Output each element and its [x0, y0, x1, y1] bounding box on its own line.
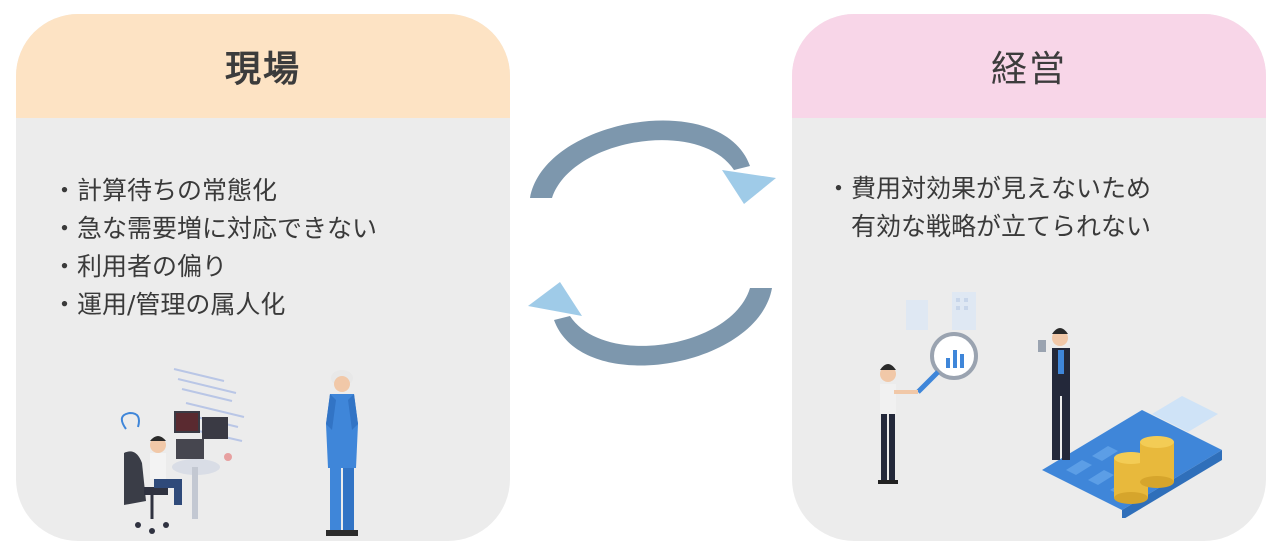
cycle-arrow-top: [530, 120, 750, 198]
manager-illustration: [1038, 328, 1222, 518]
keiei-issue-item: ・費用対効果が見えないため: [826, 174, 1152, 203]
cycle-arrows-icon: [528, 120, 776, 366]
analyst-illustration: [878, 292, 978, 484]
cycle-arrow-bottom: [554, 288, 772, 366]
coin-stack-icon: [1114, 436, 1174, 504]
genba-issue-item: ・急な需要増に対応できない: [52, 214, 378, 243]
genba-panel: 現場 ・計算待ちの常態化 ・急な需要増に対応できない ・利用者の偏り ・運用/管…: [16, 14, 510, 541]
keiei-title: 経営: [990, 49, 1067, 90]
worker-illustration: [326, 370, 358, 536]
genba-issue-item: ・利用者の偏り: [52, 252, 228, 281]
genba-issue-item: ・運用/管理の属人化: [52, 290, 286, 319]
keiei-issue-item: 有効な戦略が立てられない: [826, 212, 1152, 241]
genba-title: 現場: [224, 49, 301, 90]
keiei-panel: 経営 ・費用対効果が見えないため 有効な戦略が立てられない: [792, 14, 1266, 541]
genba-issue-item: ・計算待ちの常態化: [52, 176, 278, 205]
keiei-issue-list: ・費用対効果が見えないため 有効な戦略が立てられない: [826, 170, 1151, 246]
genba-header: 現場: [16, 14, 510, 118]
workstation-illustration: [120, 368, 245, 534]
keiei-header: 経営: [792, 14, 1266, 118]
genba-issue-list: ・計算待ちの常態化 ・急な需要増に対応できない ・利用者の偏り ・運用/管理の属…: [52, 172, 377, 324]
cycle-arrowhead-left: [528, 282, 582, 316]
cycle-arrowhead-right: [722, 170, 776, 204]
